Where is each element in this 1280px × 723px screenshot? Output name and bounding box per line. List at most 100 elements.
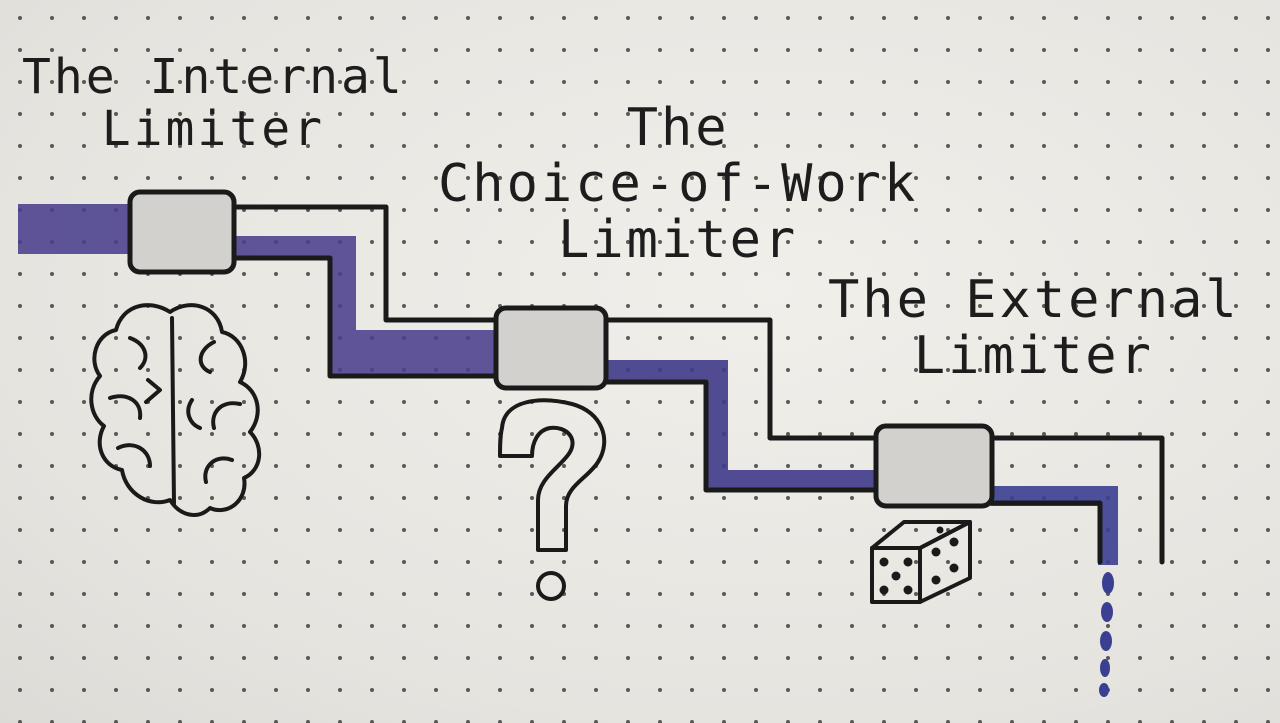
grid-dot [914, 656, 918, 660]
grid-dot [1042, 688, 1046, 692]
grid-dot [402, 272, 406, 276]
grid-dot [754, 528, 758, 532]
grid-dot [306, 528, 310, 532]
grid-dot [1138, 240, 1142, 244]
grid-dot [690, 496, 694, 500]
grid-dot [850, 144, 854, 148]
grid-dot [306, 560, 310, 564]
grid-dot [466, 240, 470, 244]
grid-dot [658, 272, 662, 276]
grid-dot [818, 208, 822, 212]
grid-dot [242, 48, 246, 52]
grid-dot [1170, 272, 1174, 276]
grid-dot [1202, 272, 1206, 276]
grid-dot [82, 592, 86, 596]
grid-dot [914, 80, 918, 84]
grid-dot [1138, 80, 1142, 84]
grid-dot [1234, 400, 1238, 404]
grid-dot [1138, 368, 1142, 372]
grid-dot [1234, 144, 1238, 148]
grid-dot [722, 496, 726, 500]
grid-dot [626, 624, 630, 628]
grid-dot [402, 16, 406, 20]
grid-dot [1266, 336, 1270, 340]
grid-dot [914, 112, 918, 116]
grid-dot [1170, 16, 1174, 20]
flow-segment-3 [602, 360, 876, 492]
grid-dot [1234, 304, 1238, 308]
grid-dot [690, 432, 694, 436]
grid-dot [562, 624, 566, 628]
grid-dot [658, 624, 662, 628]
grid-dot [658, 336, 662, 340]
grid-dot [114, 272, 118, 276]
grid-dot [82, 144, 86, 148]
grid-dot [306, 16, 310, 20]
grid-dot [210, 560, 214, 564]
grid-dot [594, 624, 598, 628]
grid-dot [274, 688, 278, 692]
grid-dot [50, 48, 54, 52]
grid-dot [18, 688, 22, 692]
grid-dot [1106, 16, 1110, 20]
grid-dot [466, 112, 470, 116]
grid-dot [1042, 80, 1046, 84]
grid-dot [754, 304, 758, 308]
grid-dot [626, 592, 630, 596]
grid-dot [18, 144, 22, 148]
grid-dot [690, 464, 694, 468]
grid-dot [626, 16, 630, 20]
grid-dot [786, 80, 790, 84]
grid-dot [914, 336, 918, 340]
brain-icon [89, 303, 261, 517]
grid-dot [434, 16, 438, 20]
grid-dot [1106, 176, 1110, 180]
grid-dot [658, 400, 662, 404]
grid-dot [530, 112, 534, 116]
grid-dot [882, 80, 886, 84]
grid-dot [1234, 80, 1238, 84]
grid-dot [690, 144, 694, 148]
grid-dot [594, 144, 598, 148]
grid-dot [146, 144, 150, 148]
grid-dot [1234, 432, 1238, 436]
grid-dot [818, 624, 822, 628]
grid-dot [786, 112, 790, 116]
grid-dot [754, 208, 758, 212]
grid-dot [146, 528, 150, 532]
grid-dot [530, 80, 534, 84]
grid-dot [306, 48, 310, 52]
grid-dot [1138, 16, 1142, 20]
grid-dot [18, 464, 22, 468]
grid-dot [978, 656, 982, 660]
grid-dot [274, 48, 278, 52]
grid-dot [1266, 144, 1270, 148]
grid-dot [818, 720, 822, 723]
grid-dot [1266, 624, 1270, 628]
grid-dot [338, 720, 342, 723]
grid-dot [1074, 272, 1078, 276]
grid-dot [114, 368, 118, 372]
grid-dot [914, 720, 918, 723]
external-limiter-subtitle: Limiter [913, 326, 1154, 387]
grid-dot [1234, 240, 1238, 244]
grid-dot [1042, 48, 1046, 52]
grid-dot [1138, 176, 1142, 180]
grid-dot [1266, 560, 1270, 564]
grid-dot [626, 112, 630, 116]
grid-dot [850, 304, 854, 308]
grid-dot [1106, 240, 1110, 244]
grid-dot [402, 48, 406, 52]
grid-dot [114, 80, 118, 84]
grid-dot [1202, 688, 1206, 692]
grid-dot [850, 560, 854, 564]
grid-dot [850, 176, 854, 180]
grid-dot [338, 688, 342, 692]
grid-dot [498, 208, 502, 212]
grid-dot [370, 240, 374, 244]
grid-dot [1234, 688, 1238, 692]
grid-dot [594, 208, 598, 212]
grid-dot [210, 336, 214, 340]
grid-dot [1042, 432, 1046, 436]
